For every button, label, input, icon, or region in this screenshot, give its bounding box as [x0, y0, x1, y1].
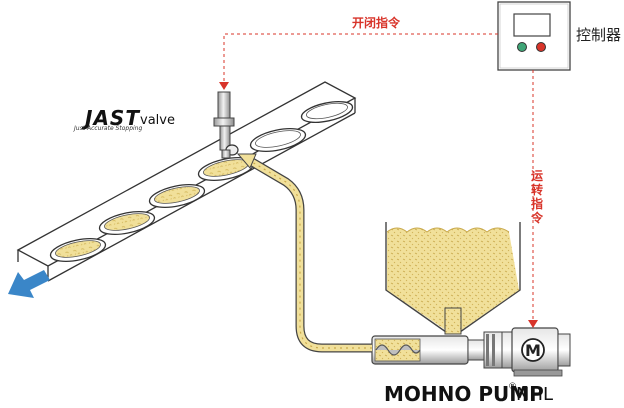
empty-containers — [249, 101, 354, 153]
container — [148, 183, 206, 209]
container-empty — [300, 101, 354, 123]
jast-tagline: Just Accurate Stopping — [74, 125, 143, 132]
jast-valve — [213, 91, 239, 159]
mohno-pump — [371, 327, 571, 377]
red-lamp-icon — [536, 42, 546, 52]
pump-model: NHL — [516, 384, 554, 405]
feed-hose — [236, 153, 372, 353]
container-filling — [197, 156, 255, 182]
green-lamp-icon — [517, 42, 527, 52]
filled-containers — [49, 156, 255, 263]
container — [98, 210, 156, 236]
jast-logo: JAST — [85, 106, 140, 130]
registered-mark: ® — [508, 382, 517, 392]
container — [49, 237, 107, 263]
rotor-screw — [375, 344, 421, 356]
controller-display — [513, 13, 551, 37]
controller-box — [497, 1, 571, 71]
run-command-label: 运转指令 — [530, 169, 543, 225]
open-close-command-line — [219, 33, 498, 90]
motor-symbol: M — [521, 338, 545, 362]
svg-text:M: M — [525, 341, 541, 360]
mohno-pump-logo: MOHNO PUMP — [384, 382, 544, 406]
arrow-left-down-icon — [8, 270, 50, 298]
container-empty — [249, 127, 307, 153]
controller-label: 控制器 — [576, 26, 622, 44]
hopper — [385, 222, 521, 335]
run-command-line — [528, 70, 538, 328]
jast-logo-suffix: valve — [140, 113, 175, 128]
open-close-command-label: 开闭指令 — [352, 16, 401, 30]
